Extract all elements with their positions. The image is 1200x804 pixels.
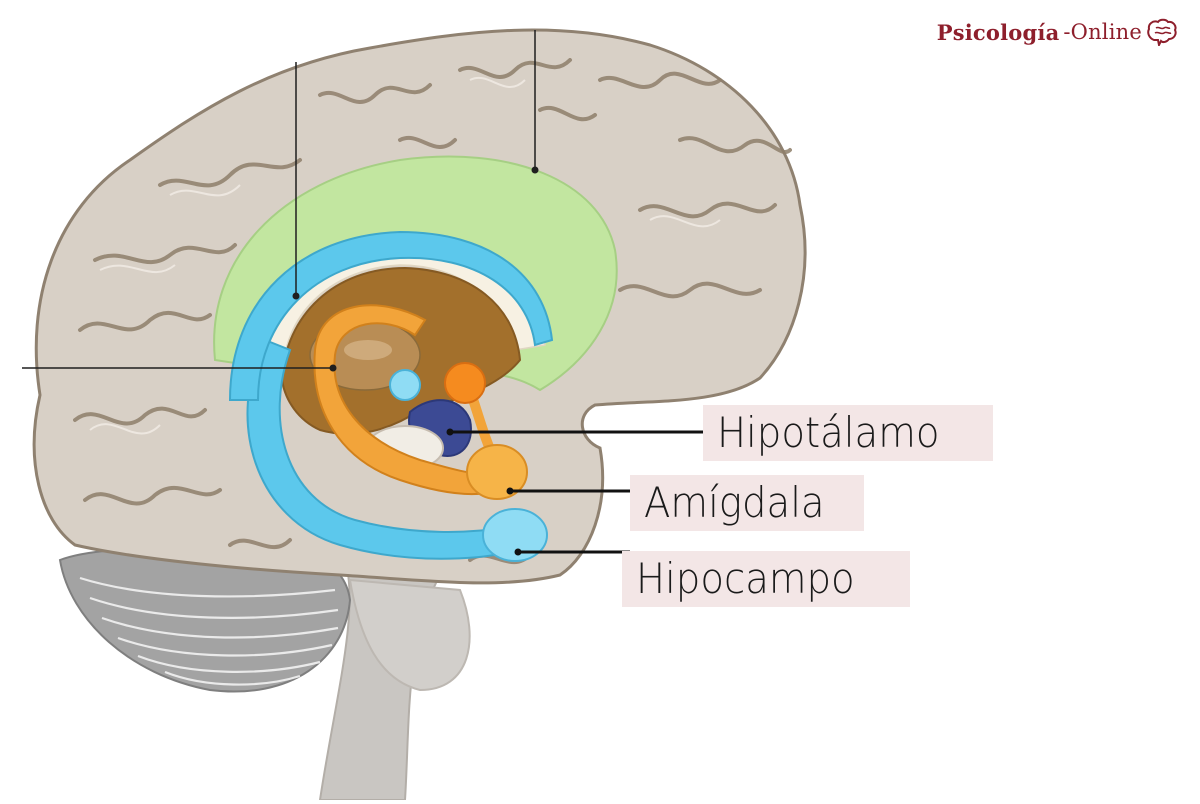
hippocampus-head xyxy=(482,508,548,562)
label-hypothalamus: Hipotálamo xyxy=(703,405,993,461)
label-hippocampus: Hipocampo xyxy=(622,551,910,607)
logo-suffix: -Online xyxy=(1063,20,1142,44)
mammillary-body xyxy=(444,362,486,404)
logo-brand: Psicología xyxy=(936,19,1060,45)
label-hippocampus-text: Hipocampo xyxy=(636,554,855,603)
brand-logo: Psicología -Online xyxy=(937,18,1178,46)
label-amygdala-text: Amígdala xyxy=(644,478,825,527)
pons xyxy=(348,578,471,692)
fornix-arc xyxy=(228,230,554,401)
amygdala-body xyxy=(466,444,528,500)
label-hypothalamus-text: Hipotálamo xyxy=(717,408,940,457)
label-amygdala: Amígdala xyxy=(630,475,864,531)
stria-terminalis xyxy=(313,304,502,496)
brain-icon xyxy=(1147,18,1177,46)
